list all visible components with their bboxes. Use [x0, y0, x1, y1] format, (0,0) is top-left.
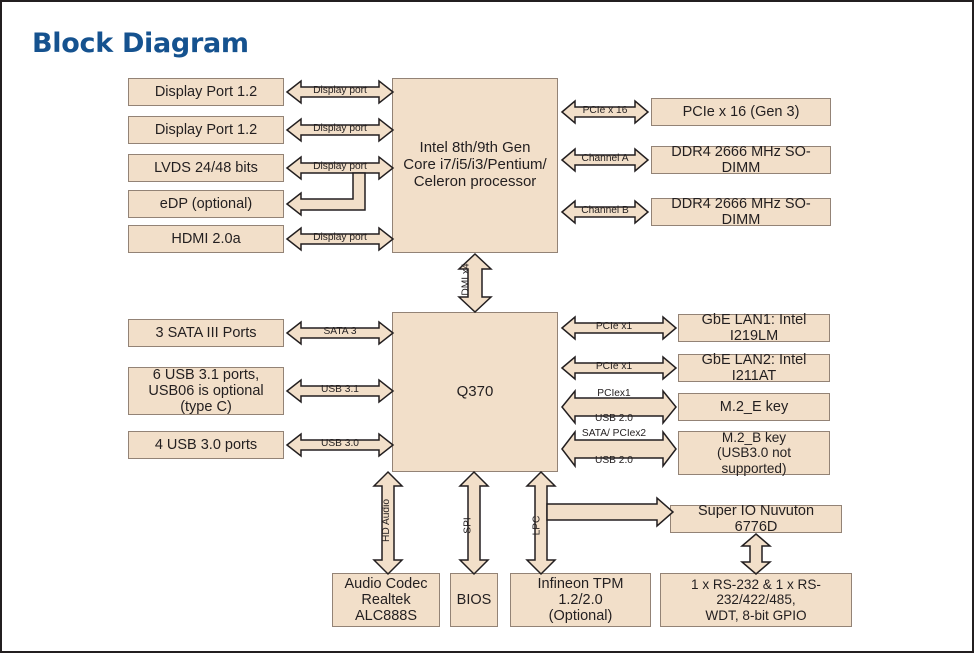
connector-label-display-port-1: Display port — [313, 85, 367, 96]
connector-label-channel-b: Channel B — [581, 205, 629, 216]
block-m2-e-key[interactable]: M.2_E key — [678, 393, 830, 421]
connector-label-display-port-2: Display port — [313, 123, 367, 134]
connector-m2-b-key — [561, 428, 677, 470]
block-audio-codec[interactable]: Audio Codec Realtek ALC888S — [332, 573, 440, 627]
connector-pcie-x16 — [560, 99, 650, 125]
connector-display-port-lvds-edp — [285, 155, 395, 218]
connector-label-pcie-x16: PCIe x 16 — [582, 105, 628, 116]
block-gbe-lan2[interactable]: GbE LAN2: Intel I211AT — [678, 352, 830, 384]
connector-channel-b — [560, 199, 650, 225]
connector-m2-e-key — [561, 388, 677, 426]
block-hdmi[interactable]: HDMI 2.0a — [128, 225, 284, 253]
connector-display-port-1 — [285, 79, 395, 105]
block-cpu[interactable]: Intel 8th/9th Gen Core i7/i5/i3/Pentium/… — [392, 78, 558, 253]
cpu-line-1: Intel 8th/9th Gen — [419, 139, 531, 157]
connector-label-hd-audio: HD Audio — [381, 498, 393, 543]
cpu-line-2: Core i7/i5/i3/Pentium/ — [403, 156, 547, 174]
connector-usb-30 — [285, 432, 395, 458]
connector-label-lan1: PCIe x1 — [595, 321, 633, 332]
connector-sata-3 — [285, 320, 395, 346]
connector-label-lvds: Display port — [313, 161, 367, 172]
connector-superio-serial — [739, 533, 773, 575]
connector-usb-31 — [285, 378, 395, 404]
m2b-line-1: M.2_B key — [721, 430, 787, 446]
connector-spi — [458, 470, 490, 576]
usb31-line-2: USB06 is optional — [148, 382, 264, 399]
audio-line-2: Realtek ALC888S — [354, 591, 418, 625]
connector-label-lan2: PCIe x1 — [595, 361, 633, 372]
serial-line-2: WDT, 8-bit GPIO — [705, 607, 807, 623]
block-gbe-lan1[interactable]: GbE LAN1: Intel I219LM — [678, 312, 830, 344]
connector-hd-audio — [372, 470, 404, 576]
block-ddr4-channel-a[interactable]: DDR4 2666 MHz SO-DIMM — [651, 144, 831, 176]
connector-label-usb-30: USB 3.0 — [321, 438, 359, 449]
connector-label-m2e-bottom: USB 2.0 — [595, 413, 633, 424]
connector-label-channel-a: Channel A — [581, 153, 629, 164]
connector-label-hdmi: Display port — [313, 232, 367, 243]
block-edp[interactable]: eDP (optional) — [128, 190, 284, 218]
connector-label-sata-3: SATA 3 — [323, 326, 357, 337]
block-sata-ports[interactable]: 3 SATA III Ports — [128, 319, 284, 347]
block-pcie-x16[interactable]: PCIe x 16 (Gen 3) — [651, 98, 831, 126]
connector-label-usb-31: USB 3.1 — [321, 384, 359, 395]
block-usb-31-ports[interactable]: 6 USB 3.1 ports, USB06 is optional (type… — [128, 367, 284, 415]
block-display-port-2[interactable]: Display Port 1.2 — [128, 116, 284, 144]
block-serial-gpio[interactable]: 1 x RS-232 & 1 x RS-232/422/485, WDT, 8-… — [660, 573, 852, 627]
usb31-line-3: (type C) — [180, 399, 232, 416]
block-super-io[interactable]: Super IO Nuvuton 6776D — [670, 503, 842, 535]
tpm-line-1: Infineon TPM 1.2/2.0 — [537, 575, 624, 608]
connector-label-spi: SPI — [462, 517, 474, 534]
connector-label-m2b-bottom: USB 2.0 — [595, 455, 633, 466]
block-display-port-1[interactable]: Display Port 1.2 — [128, 78, 284, 106]
block-m2-b-key[interactable]: M.2_B key (USB3.0 not supported) — [678, 430, 830, 476]
connector-dmi-x4 — [457, 252, 493, 314]
tpm-line-2: (Optional) — [548, 608, 613, 625]
connector-display-port-hdmi — [285, 226, 395, 252]
connector-channel-a — [560, 147, 650, 173]
connector-lan1-pcie-x1 — [560, 315, 678, 341]
connector-label-lpc: LPC — [531, 515, 543, 536]
connector-lpc — [525, 470, 675, 576]
block-usb-30-ports[interactable]: 4 USB 3.0 ports — [128, 431, 284, 459]
block-chipset-q370[interactable]: Q370 — [392, 312, 558, 472]
connector-label-m2b-top: SATA/ PCIex2 — [581, 428, 647, 439]
block-lvds[interactable]: LVDS 24/48 bits — [128, 154, 284, 182]
audio-line-1: Audio Codec — [344, 575, 428, 592]
connector-lan2-pcie-x1 — [560, 355, 678, 381]
block-ddr4-channel-b[interactable]: DDR4 2666 MHz SO-DIMM — [651, 196, 831, 228]
usb31-line-1: 6 USB 3.1 ports, — [152, 366, 260, 383]
connector-display-port-2 — [285, 117, 395, 143]
serial-line-1: 1 x RS-232 & 1 x RS-232/422/485, — [691, 577, 821, 608]
m2b-line-2: (USB3.0 not supported) — [716, 445, 792, 476]
cpu-line-3: Celeron processor — [413, 172, 537, 190]
block-tpm[interactable]: Infineon TPM 1.2/2.0 (Optional) — [510, 573, 651, 627]
connector-label-m2e-top: PCIex1 — [597, 388, 631, 399]
connector-label-dmi: DMI x4 — [460, 263, 472, 296]
block-bios[interactable]: BIOS — [450, 573, 498, 627]
page-title: Block Diagram — [32, 28, 249, 59]
